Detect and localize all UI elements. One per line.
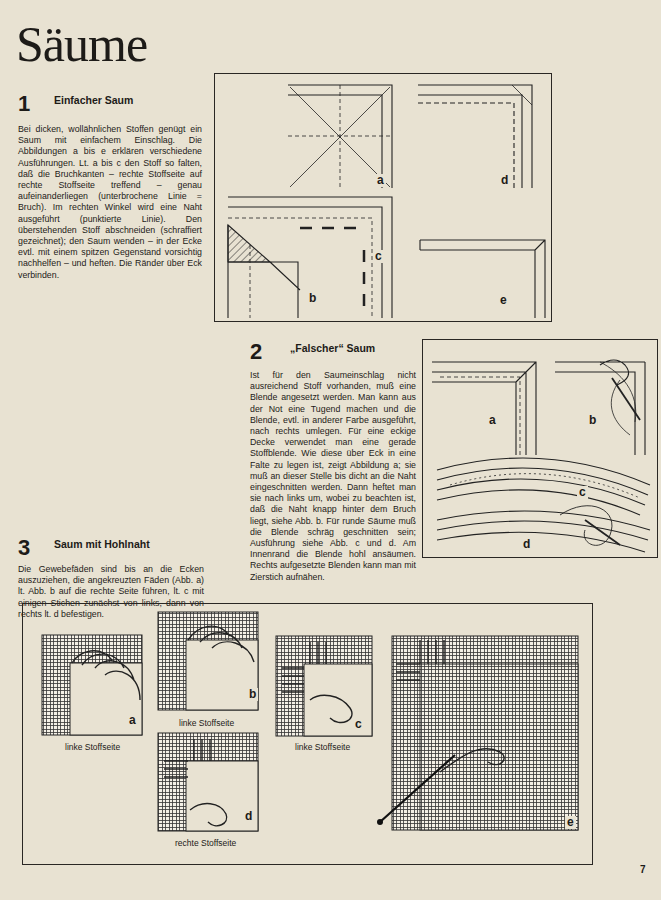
side-caption: linke Stoffseite [293, 742, 352, 752]
page-title: Säume [16, 18, 147, 70]
body-text: Bei dicken, wollähnlichen Stoffen genügt… [18, 124, 202, 281]
figure-frame: a d c b e [214, 73, 552, 322]
body-text: Ist für den Saumeinschlag nicht ausreich… [250, 370, 416, 583]
figure-letter: d [499, 174, 510, 187]
figure-letter: b [307, 292, 318, 305]
section-number: 3 [18, 536, 30, 560]
figure-letter: e [565, 816, 576, 829]
section-heading: Einfacher Saum [54, 94, 174, 106]
section-heading: „Falscher“ Saum [290, 342, 410, 354]
figure-letter: d [521, 538, 532, 551]
body-text: Die Gewebefäden sind bis an die Ecken au… [18, 564, 204, 620]
figure-letter: c [577, 486, 588, 499]
figure-letter: a [375, 174, 386, 187]
side-caption: rechte Stoffseite [173, 838, 238, 848]
page-number: 7 [640, 864, 646, 875]
section-heading: Saum mit Hohlnaht [54, 538, 194, 550]
figure-letter: c [353, 718, 364, 731]
figure-letter: c [373, 250, 384, 263]
figure-letter: a [127, 714, 138, 727]
side-caption: linke Stoffseite [177, 718, 236, 728]
section-number: 1 [18, 92, 30, 116]
figure-frame: a b c d [422, 339, 658, 558]
figure-letter: d [243, 810, 254, 823]
figure-letter: e [498, 294, 509, 307]
side-caption: linke Stoffseite [63, 742, 122, 752]
figure-frame: a b linke Stoffseite linke Stoffseite c linke… [22, 603, 593, 865]
figure-letter: b [247, 688, 258, 701]
section-number: 2 [250, 340, 262, 364]
figure-letter: a [487, 414, 498, 427]
figure-letter: b [587, 414, 598, 427]
